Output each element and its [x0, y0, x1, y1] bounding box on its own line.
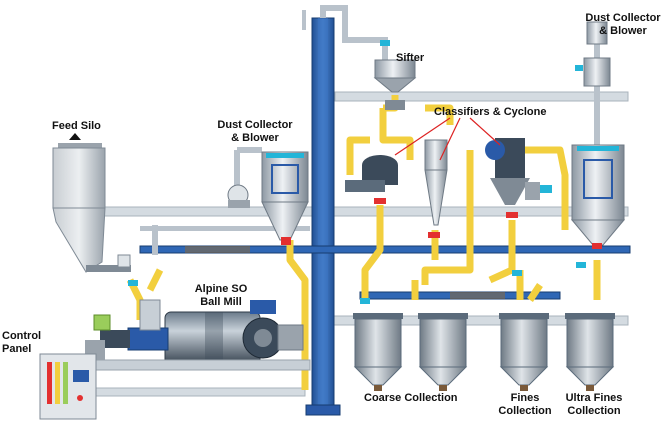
left-dust-collector-label-line2: & Blower	[231, 132, 279, 144]
collection-bins	[353, 313, 615, 391]
control-panel-label-line1: Control	[2, 330, 42, 342]
control-panel-label: Control Panel	[2, 330, 41, 356]
leader-lines	[394, 117, 501, 161]
sifter-label: Sifter	[396, 52, 425, 64]
fines-collection-label: Fines Collection	[490, 392, 560, 418]
bin-2	[418, 313, 468, 391]
right-dust-collector-label: Dust Collector & Blower	[583, 12, 663, 38]
coarse-collection-label: Coarse Collection	[364, 392, 458, 404]
ball-mill	[59, 299, 311, 371]
valves	[128, 40, 602, 304]
bin-1	[353, 313, 403, 391]
right-dust-collector	[570, 21, 626, 246]
ultra-fines-collection-label-line1: Ultra Fines	[565, 392, 623, 404]
silo-arrow-icon	[69, 133, 81, 140]
blue-conveyors	[139, 226, 631, 300]
ball-mill-label-line1: Alpine SO	[194, 283, 248, 295]
left-dust-collector-label: Dust Collector & Blower	[212, 119, 298, 145]
classifiers-cyclone-label: Classifiers & Cyclone	[434, 106, 547, 118]
ultra-fines-collection-label-line2: Collection	[567, 405, 621, 417]
control-panel-label-line2: Panel	[2, 343, 32, 355]
feed-silo	[52, 133, 131, 273]
feed-silo-label: Feed Silo	[52, 120, 101, 132]
ball-mill-label: Alpine SO Ball Mill	[186, 283, 256, 309]
bin-3	[499, 313, 549, 391]
fines-collection-label-line2: Collection	[498, 405, 552, 417]
control-panel	[39, 353, 97, 420]
sifter	[373, 59, 417, 110]
bin-4	[565, 313, 615, 391]
right-dust-collector-label-line2: & Blower	[599, 25, 647, 37]
yellow-pipes	[126, 95, 601, 390]
fines-collection-label-line1: Fines	[510, 392, 540, 404]
ultra-fines-collection-label: Ultra Fines Collection	[558, 392, 630, 418]
classifiers-cyclone	[345, 138, 552, 226]
ball-mill-label-line2: Ball Mill	[200, 296, 242, 308]
left-dust-collector-label-line1: Dust Collector	[217, 119, 293, 131]
right-dust-collector-label-line1: Dust Collector	[585, 12, 661, 24]
